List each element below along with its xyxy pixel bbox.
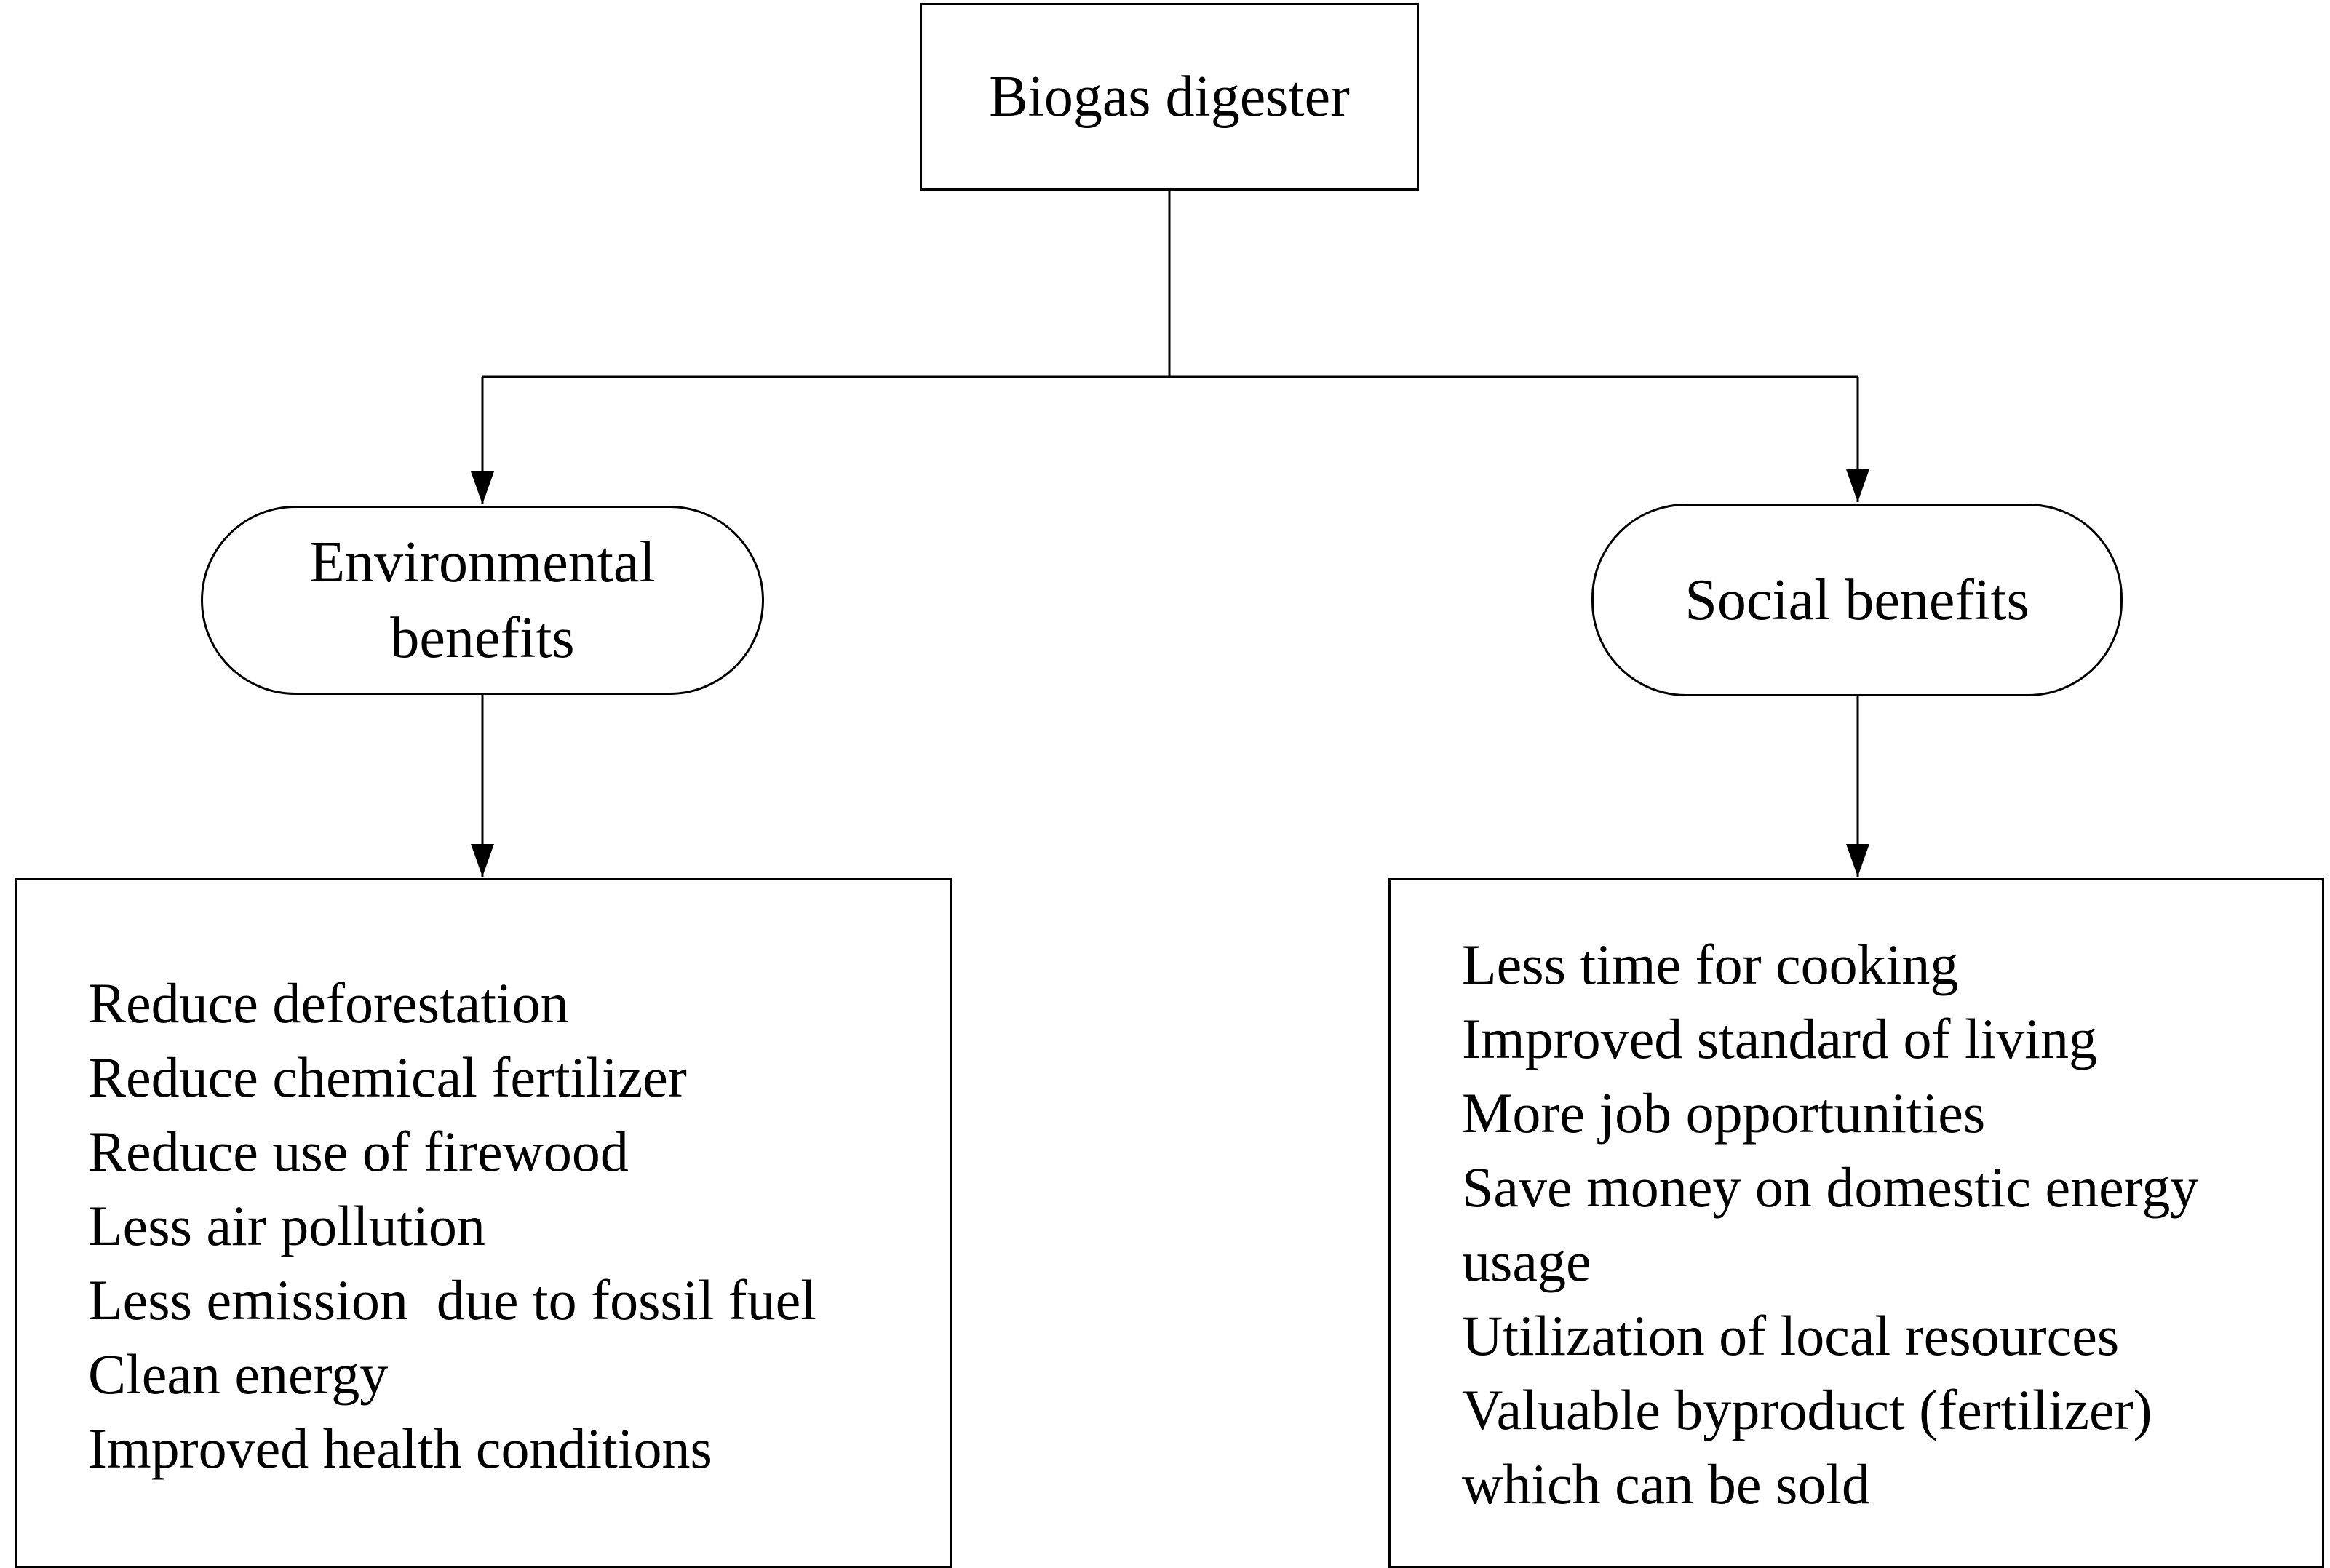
environmental-benefits-list-box: Reduce deforestation Reduce chemical fer… xyxy=(15,878,952,1568)
list-item: Less time for cooking xyxy=(1462,933,1959,996)
environmental-benefits-label-line-1: Environmental xyxy=(309,530,656,594)
list-item: Save money on domestic energy xyxy=(1462,1155,2199,1219)
biogas-digester-label: Biogas digester xyxy=(989,64,1350,129)
arrowhead-social xyxy=(1846,469,1869,502)
environmental-benefits-list: Reduce deforestation Reduce chemical fer… xyxy=(88,966,816,1486)
arrowhead-environmental-list xyxy=(471,844,494,877)
environmental-benefits-label: Environmental benefits xyxy=(309,525,655,676)
list-item: Clean energy xyxy=(88,1342,389,1406)
environmental-benefits-node: Environmental benefits xyxy=(201,506,764,695)
list-item: Valuable byproduct (fertilizer) xyxy=(1462,1378,2152,1441)
list-item: Utilization of local resources xyxy=(1462,1304,2120,1367)
list-item: Improved standard of living xyxy=(1462,1007,2097,1070)
social-benefits-label: Social benefits xyxy=(1685,568,2029,632)
list-item: Less air pollution xyxy=(88,1194,485,1257)
social-benefits-node: Social benefits xyxy=(1591,504,2123,696)
arrowhead-social-list xyxy=(1846,844,1869,877)
environmental-benefits-label-line-2: benefits xyxy=(390,606,575,670)
list-item: which can be sold xyxy=(1462,1452,1871,1516)
list-item: usage xyxy=(1462,1230,1591,1293)
list-item: Less emission due to fossil fuel xyxy=(88,1268,816,1332)
social-benefits-list: Less time for cooking Improved standard … xyxy=(1462,928,2198,1521)
list-item: More job opportunities xyxy=(1462,1081,1986,1145)
social-benefits-list-box: Less time for cooking Improved standard … xyxy=(1388,878,2324,1568)
biogas-digester-node: Biogas digester xyxy=(920,3,1419,191)
list-item: Reduce deforestation xyxy=(88,971,569,1035)
list-item: Reduce chemical fertilizer xyxy=(88,1046,687,1109)
list-item: Improved health conditions xyxy=(88,1417,712,1480)
list-item: Reduce use of firewood xyxy=(88,1120,629,1183)
arrowhead-environmental xyxy=(471,471,494,504)
